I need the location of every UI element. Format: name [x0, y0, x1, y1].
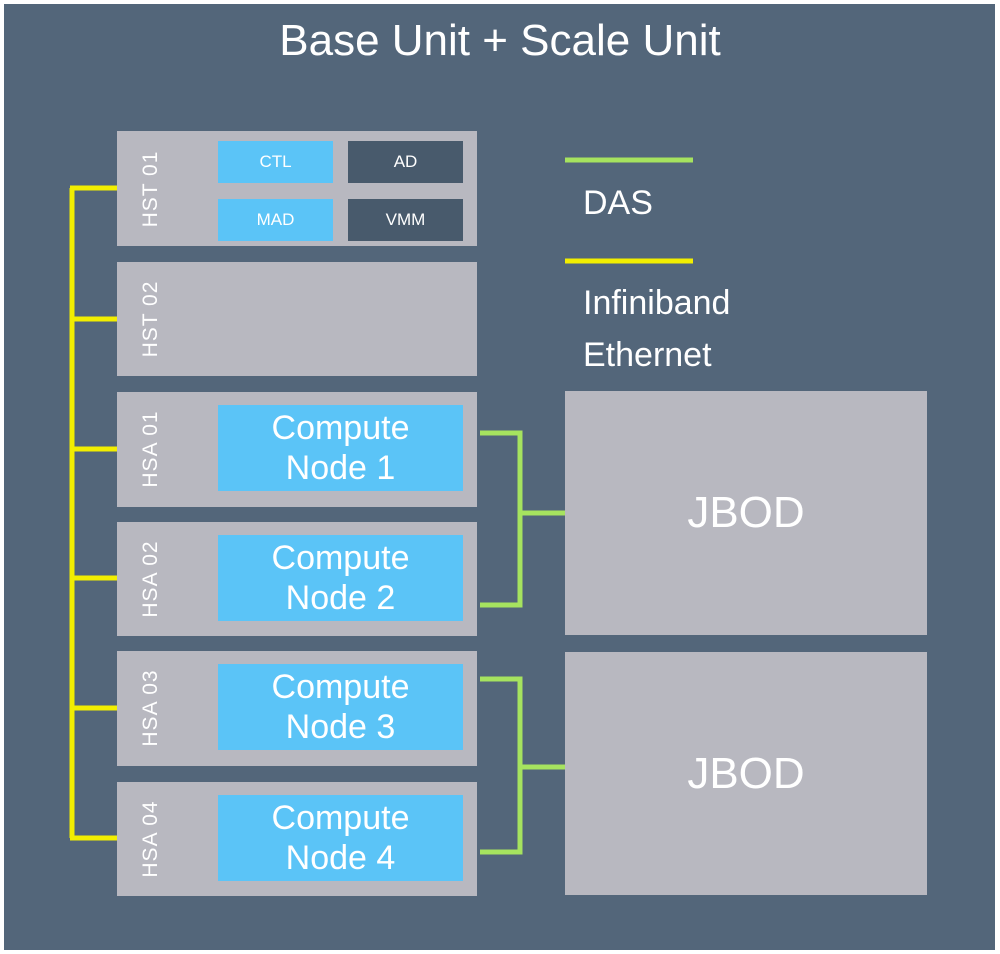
jbod-1: JBOD [565, 391, 927, 635]
host-label-hst02: HST 02 [139, 280, 162, 358]
compute-node-3-line2: Node 3 [285, 708, 396, 746]
diagram-title: Base Unit + Scale Unit [279, 16, 721, 65]
compute-node-2-line1: Compute [271, 539, 410, 577]
host-label-hst01: HST 01 [139, 150, 162, 228]
jbod-2: JBOD [565, 652, 927, 895]
chip-mad: MAD [218, 199, 333, 241]
compute-node-2-line2: Node 2 [285, 579, 396, 617]
compute-node-1: Compute Node 1 [218, 405, 463, 491]
chip-vmm: VMM [348, 199, 463, 241]
host-label-hsa01: HSA 01 [139, 410, 162, 488]
compute-node-2: Compute Node 2 [218, 535, 463, 621]
chip-ctl: CTL [218, 141, 333, 183]
compute-node-4-line2: Node 4 [285, 839, 396, 877]
compute-node-1-line2: Node 1 [285, 449, 396, 487]
host-label-hsa02: HSA 02 [139, 540, 162, 618]
legend-infiniband-label: Infiniband [583, 284, 731, 322]
compute-node-3: Compute Node 3 [218, 664, 463, 750]
host-box-hst02 [117, 262, 477, 376]
compute-node-3-line1: Compute [271, 668, 410, 706]
host-label-hsa04: HSA 04 [139, 800, 162, 878]
compute-node-1-line1: Compute [271, 409, 410, 447]
legend-ethernet-label: Ethernet [583, 336, 712, 374]
chip-ad: AD [348, 141, 463, 183]
compute-node-4-line1: Compute [271, 799, 410, 837]
legend-das-label: DAS [583, 184, 653, 222]
compute-node-4: Compute Node 4 [218, 795, 463, 881]
host-label-hsa03: HSA 03 [139, 669, 162, 747]
